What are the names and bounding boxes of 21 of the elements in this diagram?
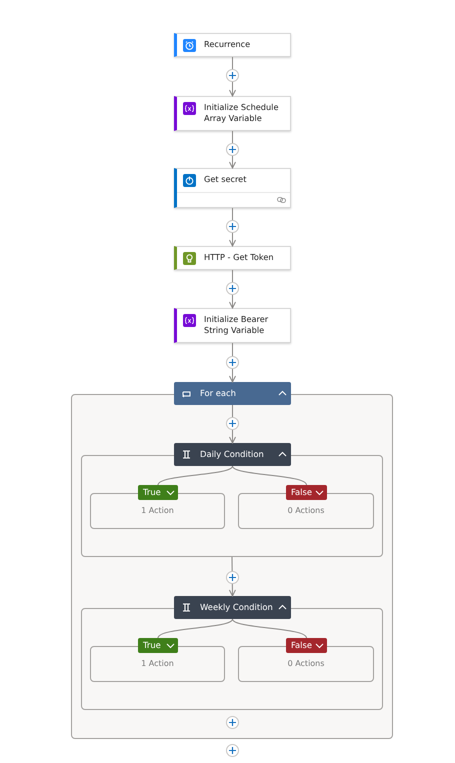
action-title: HTTP - Get Token: [204, 252, 275, 263]
action-title: Initialize Schedule Array Variable: [204, 102, 280, 124]
action-card: [174, 96, 291, 131]
action-card: [174, 33, 291, 57]
action-card: [174, 168, 291, 208]
action-count: 0 Actions: [286, 506, 326, 515]
action-card: [174, 246, 291, 270]
branch-label: True: [138, 638, 178, 653]
action-title: Get secret: [204, 174, 248, 185]
container-title: For each: [200, 388, 236, 398]
container-title: Daily Condition: [200, 449, 264, 459]
branch-label: True: [138, 485, 178, 500]
branch-label: False: [286, 638, 327, 653]
action-title: Recurrence: [204, 39, 252, 50]
container-title: Weekly Condition: [200, 602, 273, 612]
branch-label: False: [286, 485, 327, 500]
action-card: [174, 308, 291, 343]
action-title: Initialize Bearer String Variable: [204, 314, 270, 336]
action-count: 1 Action: [140, 659, 175, 668]
action-count: 0 Actions: [286, 659, 326, 668]
action-count: 1 Action: [140, 506, 175, 515]
